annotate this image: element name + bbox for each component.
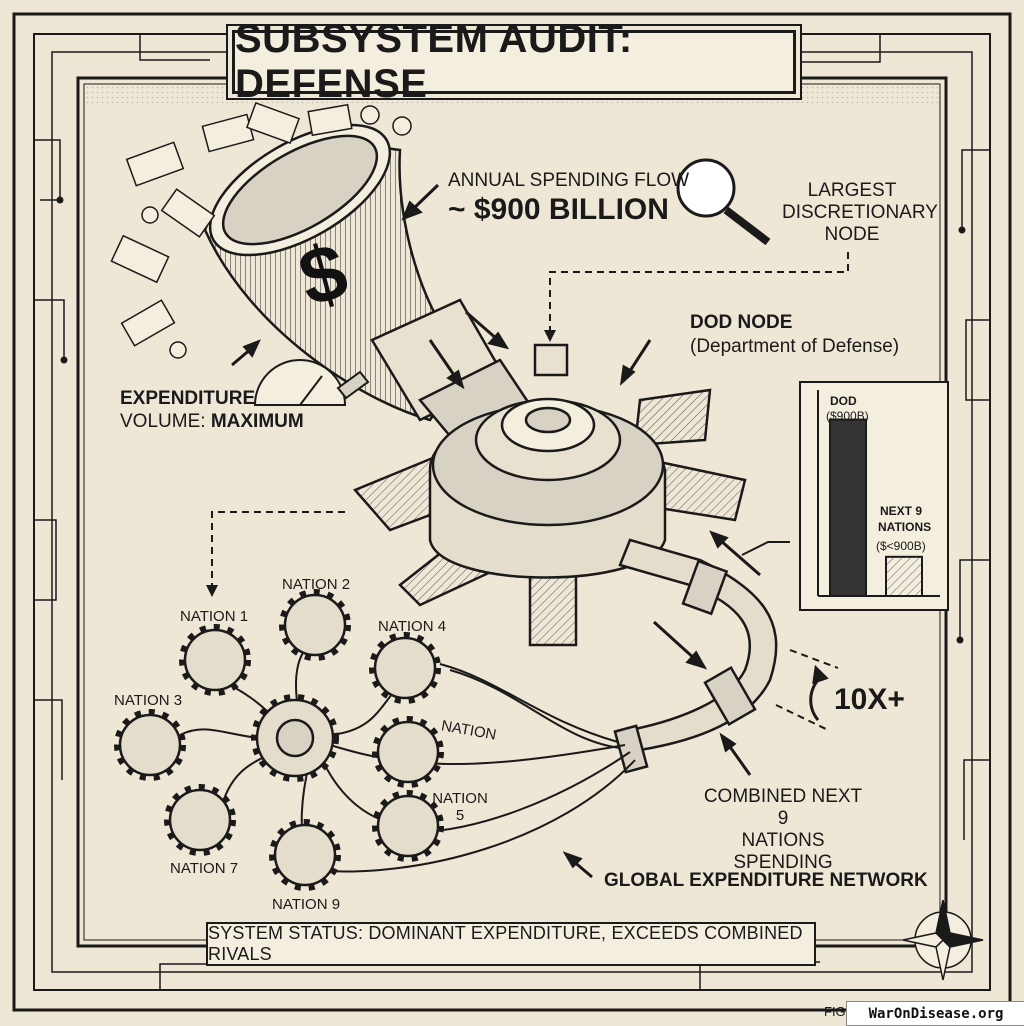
chart-bar-next9 bbox=[885, 555, 923, 597]
combined-line: NATIONS SPENDING bbox=[733, 829, 833, 873]
page-title: SUBSYSTEM AUDIT: DEFENSE bbox=[235, 17, 633, 106]
annual-flow-value: ~ $900 BILLION bbox=[448, 193, 669, 226]
output-pipe bbox=[613, 538, 778, 774]
nation-label: NATION 9 bbox=[272, 896, 341, 913]
nation-label: NATION 7 bbox=[170, 860, 239, 877]
watermark: WarOnDisease.org bbox=[846, 1001, 1024, 1026]
combined-line: COMBINED NEXT 9 bbox=[703, 786, 863, 829]
dod-node-title: DOD NODE bbox=[690, 312, 793, 333]
volume-prefix: VOLUME: bbox=[120, 411, 211, 432]
dod-node-subtitle: (Department of Defense) bbox=[690, 336, 900, 357]
system-status-bar: SYSTEM STATUS: DOMINANT EXPENDITURE, EXC… bbox=[206, 922, 816, 966]
figure-label: FIG. bbox=[824, 1004, 850, 1019]
dashed-leaders bbox=[211, 252, 849, 731]
dod-node-machine bbox=[352, 343, 747, 647]
chart-label-next9-l2: NATIONS bbox=[878, 520, 932, 534]
expenditure-label: EXPENDITURE bbox=[120, 388, 256, 409]
combined-label: COMBINED NEXT 9 NATIONS SPENDING bbox=[698, 786, 868, 873]
flow-arrows bbox=[231, 183, 829, 879]
volume-gauge bbox=[253, 359, 370, 406]
chart-pointer bbox=[741, 541, 790, 556]
system-status-text: SYSTEM STATUS: DOMINANT EXPENDITURE, EXC… bbox=[208, 923, 803, 964]
chart-value-next9: ($<900B) bbox=[876, 539, 926, 553]
nation-label-line: 5 bbox=[455, 807, 465, 824]
money-bills bbox=[110, 101, 412, 359]
magnifier-icon bbox=[676, 158, 771, 246]
largest-node-label: LARGEST DISCRETIONARY NODE bbox=[782, 180, 938, 246]
largest-node-line: LARGEST bbox=[807, 180, 897, 201]
chart-label-next9-l1: NEXT 9 bbox=[880, 504, 923, 518]
nation-label-line: NATION bbox=[432, 790, 488, 807]
largest-node-line: DISCRETIONARY bbox=[782, 201, 938, 223]
ratio-label: 10X+ bbox=[834, 683, 905, 716]
dashed-arrowhead bbox=[544, 330, 556, 342]
chart-value-dod: ($900B) bbox=[826, 409, 869, 423]
chart-bar-dod bbox=[829, 418, 867, 597]
chart-label-dod: DOD bbox=[830, 394, 857, 408]
volume-label: VOLUME: MAXIMUM bbox=[120, 411, 304, 433]
nation-label: NATION 2 bbox=[282, 576, 351, 593]
largest-node-line: NODE bbox=[824, 223, 880, 245]
volume-value: MAXIMUM bbox=[210, 411, 304, 432]
nation-label: NATION 5 bbox=[432, 790, 488, 824]
network-label: GLOBAL EXPENDITURE NETWORK bbox=[604, 870, 928, 891]
annual-flow-label: ANNUAL SPENDING FLOW bbox=[448, 170, 690, 191]
spending-funnel: $ bbox=[203, 123, 542, 462]
title-banner: SUBSYSTEM AUDIT: DEFENSE bbox=[232, 17, 796, 106]
nation-gear-teeth bbox=[114, 589, 444, 891]
nation-label: NATION 3 bbox=[114, 692, 183, 709]
nation-label: NATION 4 bbox=[378, 618, 447, 635]
nation-label: NATION 1 bbox=[180, 608, 249, 625]
watermark-text: WarOnDisease.org bbox=[868, 1005, 1004, 1022]
nation-gears bbox=[118, 593, 440, 887]
compass-rose-icon bbox=[902, 899, 984, 981]
dashed-arrowhead-2 bbox=[206, 585, 218, 597]
comparison-chart bbox=[799, 381, 949, 611]
